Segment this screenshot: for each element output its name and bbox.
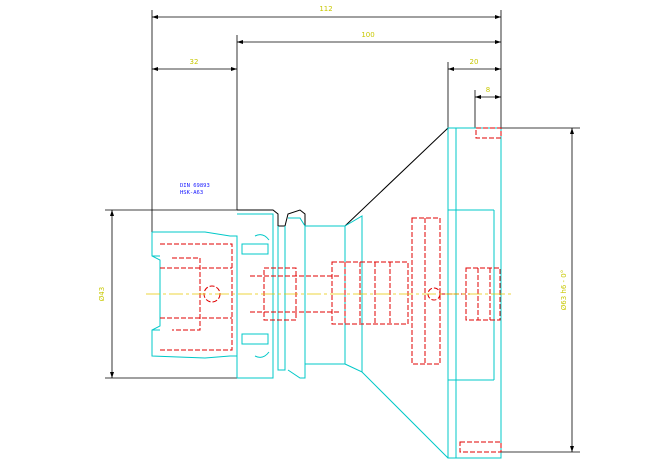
dim-flange-width: 20	[470, 58, 479, 66]
dim-right-diameter: Ø63 h6 - 0°	[560, 270, 568, 310]
cyan-contour	[151, 127, 502, 459]
label-shank: HSK-A63	[180, 190, 203, 196]
label-standard: DIN 69893	[180, 183, 210, 189]
dim-left-segment: 32	[190, 58, 199, 66]
hidden-lines	[160, 127, 502, 453]
outer-outline	[237, 127, 502, 227]
dim-slot-width: 8	[486, 86, 490, 94]
dim-body-length: 100	[361, 31, 374, 39]
dimension-arrows	[110, 15, 574, 452]
dim-overall-length: 112	[319, 5, 332, 13]
dim-left-diameter: Ø43	[98, 287, 106, 301]
dimension-lines	[105, 10, 580, 453]
